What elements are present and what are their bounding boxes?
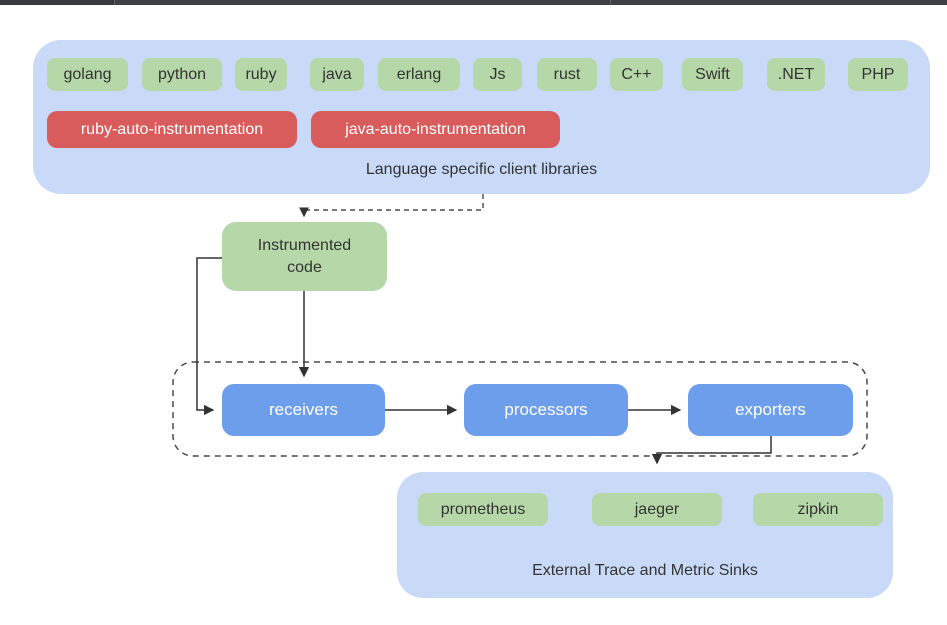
exporters-node: exporters (688, 384, 853, 436)
chip-js: Js (473, 58, 522, 91)
language-libraries-group: golang python ruby java erlang Js rust C… (33, 40, 930, 194)
chip-ruby: ruby (235, 58, 287, 91)
connector-instrumented-to-receivers-left (196, 257, 222, 416)
chip-rust: rust (537, 58, 597, 91)
external-sinks-group: prometheus jaeger zipkin External Trace … (397, 472, 893, 598)
chip-zipkin: zipkin (753, 493, 883, 526)
chip-prometheus: prometheus (418, 493, 548, 526)
receivers-node: receivers (222, 384, 385, 436)
chip-python: python (142, 58, 222, 91)
chip-java: java (310, 58, 364, 91)
sinks-caption: External Trace and Metric Sinks (532, 562, 758, 579)
libraries-caption: Language specific client libraries (365, 161, 598, 178)
chip-ruby-auto-instrumentation: ruby-auto-instrumentation (47, 111, 297, 148)
window-top-edge (0, 0, 947, 5)
connector-exporters-to-sinks (651, 436, 772, 465)
topbar-divider (610, 0, 611, 5)
chip-golang: golang (47, 58, 128, 91)
chip-erlang: erlang (378, 58, 460, 91)
processors-node: processors (464, 384, 628, 436)
topbar-left-segment (0, 0, 114, 5)
chip-cpp: C++ (610, 58, 663, 91)
chip-dotnet: .NET (767, 58, 825, 91)
instrumented-code-node: Instrumented code (222, 222, 387, 291)
chip-swift: Swift (682, 58, 743, 91)
chip-php: PHP (848, 58, 908, 91)
chip-java-auto-instrumentation: java-auto-instrumentation (311, 111, 560, 148)
chip-jaeger: jaeger (592, 493, 722, 526)
connector-libraries-to-instrumented (299, 194, 484, 218)
topbar-divider (114, 0, 115, 5)
